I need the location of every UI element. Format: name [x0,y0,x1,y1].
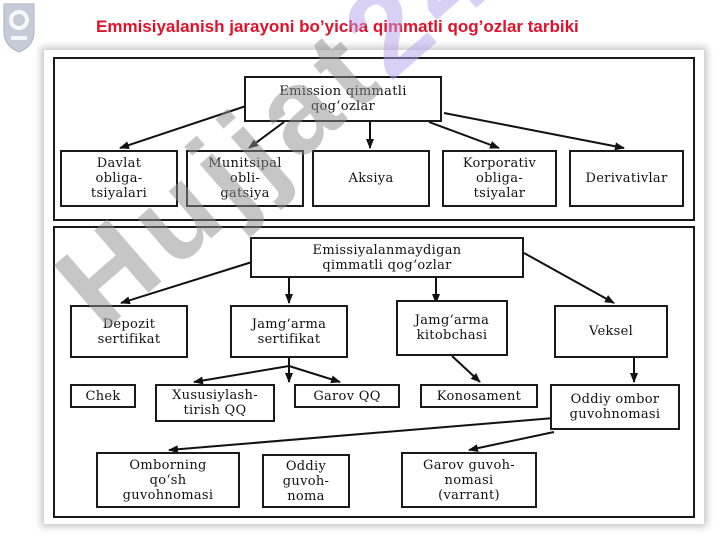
connector [451,355,481,383]
non-emission-level3-box: Garov guvoh- nomasi (varrant) [401,452,537,508]
diagram-frame: Emission qimmatli qog‘ozlar Davlat oblig… [44,50,704,524]
connector [288,365,341,384]
emission-child-box: Aksiya [312,150,430,207]
emission-child-box: Korporativ obliga- tsiyalar [442,150,557,207]
non-emission-level2-box: Garov QQ [294,384,400,408]
non-emission-level3-box: Oddiy guvoh- noma [262,454,350,508]
emission-child-box: Davlat obliga- tsiyalari [60,150,178,207]
non-emission-root-box: Emissiyalanmaydigan qimmatli qog‘ozlar [250,237,524,278]
non-emission-level3-box: Omborning qo‘sh guvohnomasi [96,452,240,508]
connector [119,104,250,149]
connector [120,261,253,305]
connector [168,417,555,454]
emission-root-box: Emission qimmatli qog‘ozlar [244,76,442,122]
connector [443,112,625,151]
non-emission-level1-box: Jamg‘arma kitobchasi [396,300,508,356]
connector [428,121,500,149]
emblem-logo [3,3,35,53]
diagram-canvas [53,57,695,518]
non-emission-level2-box: Chek [70,384,136,408]
connector [523,252,615,304]
emission-child-box: Munitsipal obli- gatsiya [186,150,304,207]
emission-child-box: Derivativlar [569,150,684,207]
non-emission-level2-box: Xususiylash- tirish QQ [155,384,275,422]
non-emission-panel [53,226,695,518]
non-emission-level2-box: Konosament [420,384,538,408]
non-emission-level1-box: Veksel [554,305,668,358]
connector [248,121,285,149]
connector [193,365,290,385]
emission-panel [53,57,695,221]
non-emission-level1-box: Depozit sertifikat [70,305,188,358]
non-emission-level1-box: Jamg‘arma sertifikat [230,305,348,358]
connector [468,431,555,453]
page-title: Emmisiyalanish jarayoni bo’yicha qimmatl… [96,17,579,36]
non-emission-level2-box: Oddiy ombor guvohnomasi [550,384,680,430]
